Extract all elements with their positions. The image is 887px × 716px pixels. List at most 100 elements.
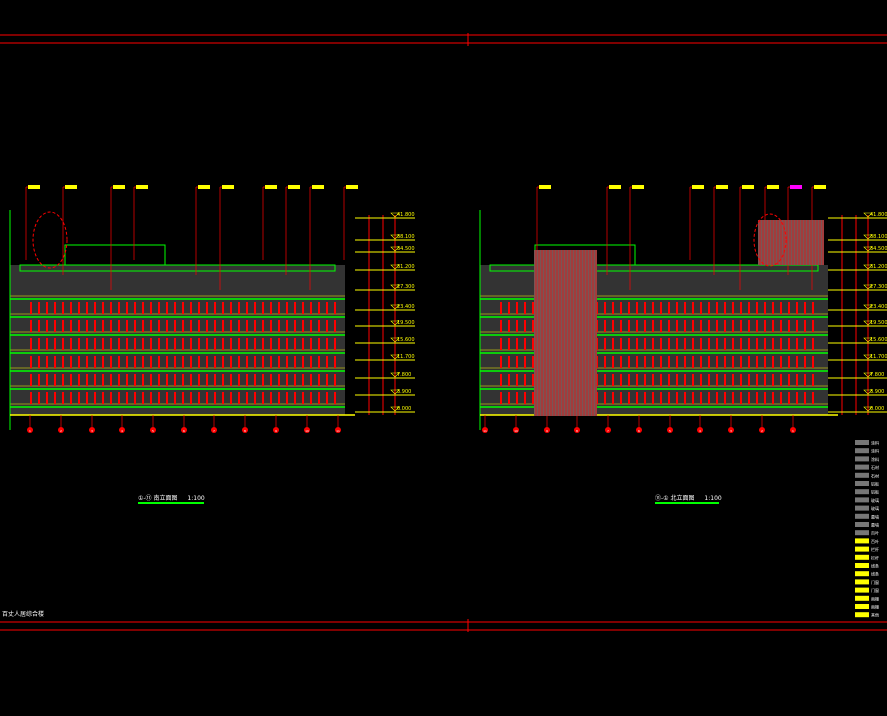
roof-parapet — [489, 264, 819, 272]
window-mullion — [230, 302, 232, 314]
window-mullion — [604, 356, 606, 368]
level-marker-icon — [390, 234, 400, 240]
window-mullion — [270, 320, 272, 332]
window-mullion — [668, 338, 670, 350]
window-mullion — [732, 320, 734, 332]
grid-label: 9 — [546, 429, 548, 433]
legend-swatch — [855, 530, 869, 536]
window-mullion — [222, 338, 224, 350]
window-mullion — [756, 356, 758, 368]
window-mullion — [532, 374, 534, 386]
window-mullion — [46, 302, 48, 314]
legend-swatch — [855, 505, 869, 511]
window-mullion — [764, 338, 766, 350]
window-mullion — [764, 392, 766, 404]
window-mullion — [310, 374, 312, 386]
window-mullion — [644, 302, 646, 314]
window-mullion — [612, 392, 614, 404]
legend-label: 涂料 — [871, 448, 879, 454]
window-mullion — [788, 302, 790, 314]
window-mullion — [190, 320, 192, 332]
window-mullion — [62, 320, 64, 332]
window-mullion — [318, 356, 320, 368]
window-mullion — [524, 320, 526, 332]
window-mullion — [142, 302, 144, 314]
window-mullion — [30, 338, 32, 350]
window-mullion — [222, 302, 224, 314]
window-mullion — [94, 338, 96, 350]
window-mullion — [788, 374, 790, 386]
window-mullion — [294, 356, 296, 368]
legend-swatch — [855, 546, 869, 552]
level-marker-icon — [863, 372, 873, 378]
window-mullion — [38, 320, 40, 332]
grid-bubble — [89, 427, 95, 433]
legend-label: 涂料 — [871, 456, 879, 462]
window-mullion — [532, 320, 534, 332]
window-mullion — [278, 356, 280, 368]
window-mullion — [102, 356, 104, 368]
grid-bubble — [273, 427, 279, 433]
level-value: 19.500 — [397, 320, 415, 326]
level-value: 34.500 — [397, 246, 415, 252]
window-mullion — [294, 374, 296, 386]
legend-swatch — [855, 554, 869, 560]
grid-label: 3 — [730, 429, 732, 433]
window-mullion — [700, 392, 702, 404]
grid-bubble — [544, 427, 550, 433]
window-mullion — [198, 320, 200, 332]
window-mullion — [190, 374, 192, 386]
window-mullion — [748, 392, 750, 404]
window-mullion — [612, 302, 614, 314]
legend-label: 铝板 — [871, 481, 879, 487]
window-mullion — [182, 392, 184, 404]
window-mullion — [652, 338, 654, 350]
window-mullion — [254, 338, 256, 350]
window-mullion — [812, 374, 814, 386]
window-mullion — [732, 392, 734, 404]
window-mullion — [508, 302, 510, 314]
window-mullion — [812, 356, 814, 368]
window-mullion — [102, 302, 104, 314]
legend-label: 幕墙 — [871, 522, 879, 528]
window-mullion — [126, 356, 128, 368]
window-mullion — [732, 356, 734, 368]
window-mullion — [716, 392, 718, 404]
grid-label: 10 — [514, 429, 518, 433]
window-mullion — [748, 356, 750, 368]
window-mullion — [508, 374, 510, 386]
window-mullion — [644, 338, 646, 350]
grid-label: 4 — [121, 429, 123, 433]
window-mullion — [222, 374, 224, 386]
window-mullion — [190, 338, 192, 350]
window-mullion — [302, 374, 304, 386]
window-mullion — [796, 374, 798, 386]
window-mullion — [70, 374, 72, 386]
window-mullion — [644, 392, 646, 404]
window-mullion — [334, 302, 336, 314]
window-mullion — [294, 302, 296, 314]
window-mullion — [804, 338, 806, 350]
legend-label: 百叶 — [871, 530, 879, 536]
window-mullion — [524, 356, 526, 368]
window-mullion — [30, 356, 32, 368]
level-marker-icon — [390, 389, 400, 395]
window-mullion — [636, 302, 638, 314]
window-mullion — [660, 374, 662, 386]
window-mullion — [198, 356, 200, 368]
window-mullion — [294, 320, 296, 332]
window-mullion — [628, 302, 630, 314]
window-mullion — [278, 374, 280, 386]
window-mullion — [94, 320, 96, 332]
callout-tag — [28, 185, 40, 189]
window-mullion — [198, 302, 200, 314]
window-mullion — [118, 338, 120, 350]
window-mullion — [668, 392, 670, 404]
level-value: 23.400 — [397, 304, 415, 310]
level-marker-icon — [863, 406, 873, 412]
window-mullion — [676, 374, 678, 386]
window-mullion — [78, 320, 80, 332]
window-mullion — [190, 302, 192, 314]
grid-label: 9 — [275, 429, 277, 433]
